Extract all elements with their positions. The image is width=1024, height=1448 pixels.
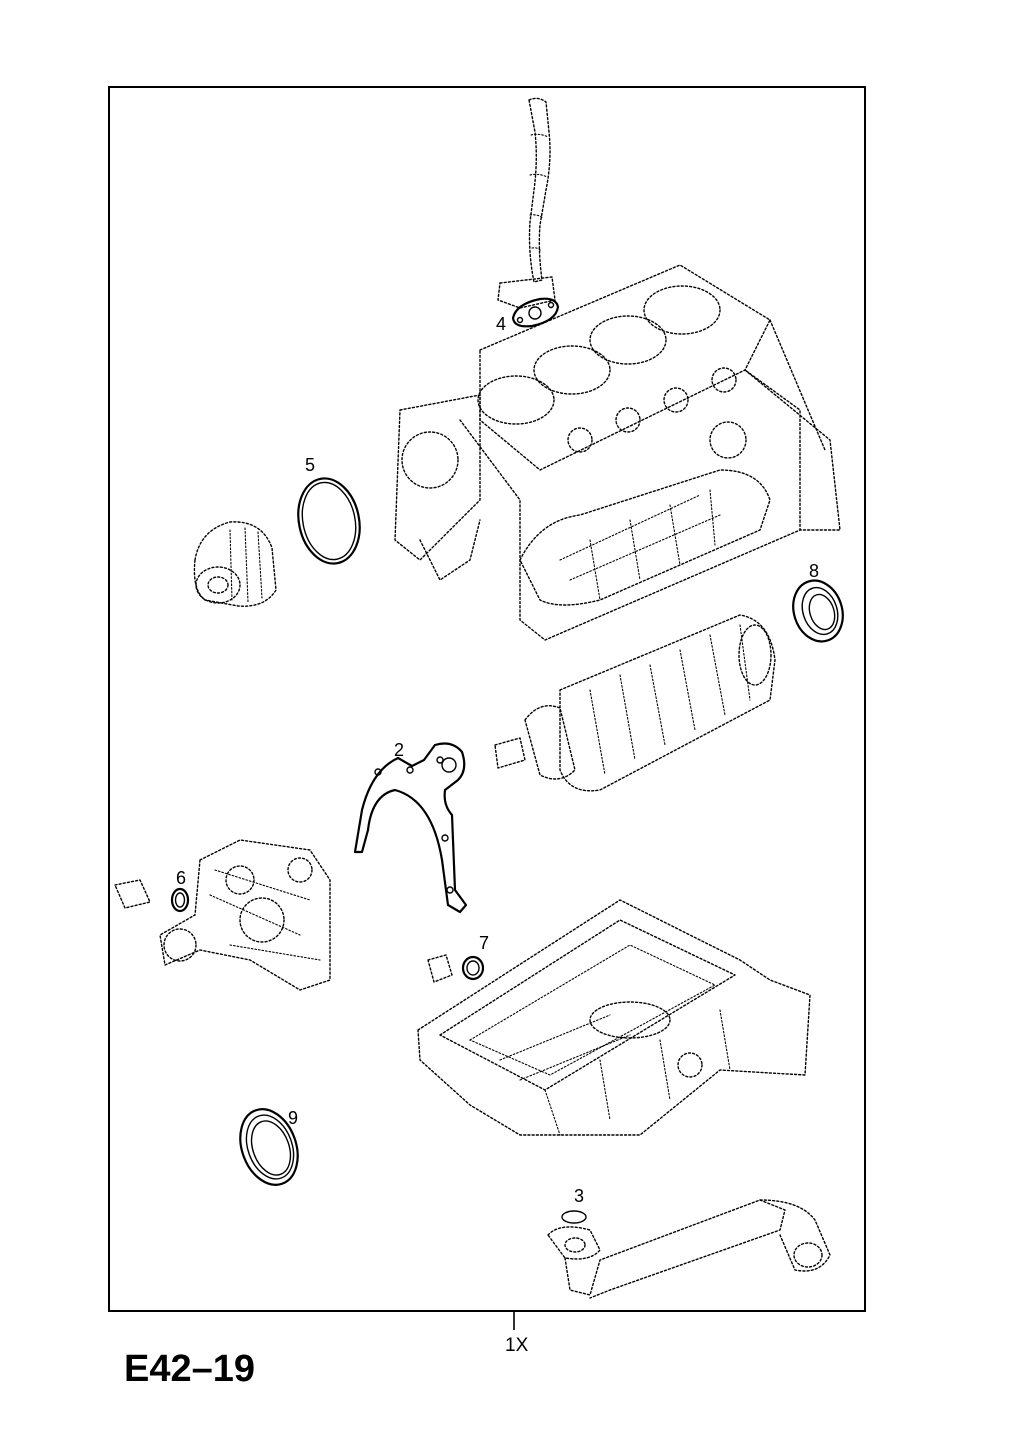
part-7-seal bbox=[461, 955, 485, 981]
crankshaft-ghost bbox=[494, 614, 776, 792]
callout-6: 6 bbox=[176, 868, 186, 888]
part-8-seal bbox=[792, 579, 844, 643]
callout-9: 9 bbox=[288, 1108, 298, 1128]
part-2-gasket bbox=[353, 742, 468, 914]
plug-ghost bbox=[427, 954, 453, 983]
quantity-label: 1X bbox=[505, 1335, 529, 1356]
dipstick-tube-ghost bbox=[497, 97, 556, 309]
diagram-frame bbox=[108, 86, 866, 1312]
callout-7: 7 bbox=[479, 933, 489, 953]
callout-2: 2 bbox=[394, 740, 404, 760]
part-3-o-ring bbox=[561, 1210, 587, 1224]
callout-4: 4 bbox=[496, 314, 506, 334]
diagram-code: E42–19 bbox=[124, 1348, 255, 1390]
part-4-gasket bbox=[511, 297, 560, 328]
callout-3: 3 bbox=[574, 1186, 584, 1206]
callout-5: 5 bbox=[305, 455, 315, 475]
oil-pan-ghost bbox=[417, 899, 811, 1136]
oil-pump-ghost bbox=[114, 839, 331, 991]
callout-8: 8 bbox=[809, 561, 819, 581]
oil-pickup-tube-ghost bbox=[547, 1199, 831, 1299]
part-6-o-ring bbox=[170, 887, 190, 913]
engine-block-ghost bbox=[394, 264, 841, 641]
part-9-seal bbox=[239, 1108, 299, 1186]
part-5-o-ring bbox=[297, 477, 361, 565]
water-pump-ghost bbox=[193, 521, 277, 607]
